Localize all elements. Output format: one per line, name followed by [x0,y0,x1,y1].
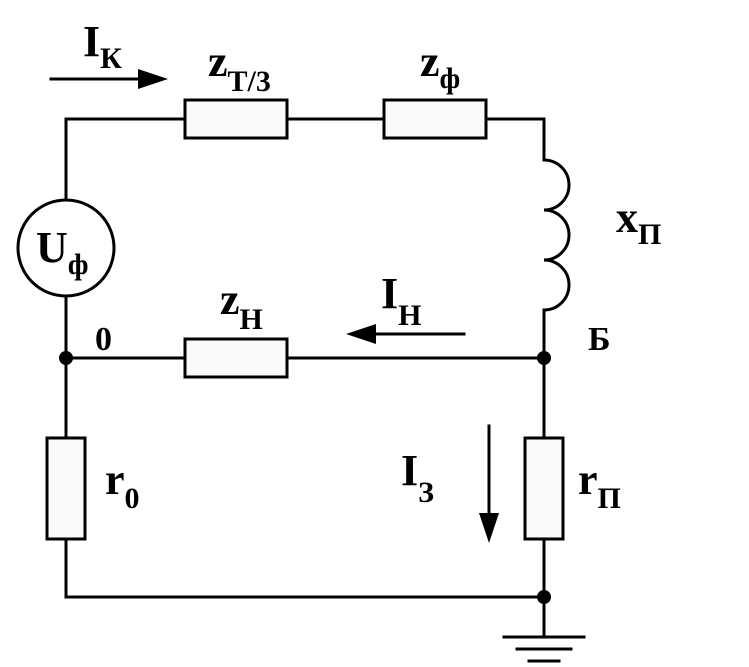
wire-r0-to-bottom [64,537,546,599]
voltage-source [16,198,116,298]
wire-top-left [64,117,187,202]
ground-icon [502,635,586,663]
resistor-rp [523,436,565,541]
label-z-n: zН [220,275,263,336]
arrow-i-k [49,69,168,89]
label-r0: r0 [105,455,140,515]
label-node-b: Б [588,321,610,358]
label-rp: rП [578,455,621,515]
arrow-i-n [346,324,466,344]
label-z-ph: zф [420,37,460,95]
label-z-t3: zТ/3 [208,37,271,98]
resistor-z-n [183,337,289,379]
inductor-x-p [542,158,571,312]
label-i-z: IЗ [401,446,434,509]
arrow-i-z [479,424,499,543]
resistor-z-ph [382,98,488,140]
label-x-p: xП [616,193,661,251]
label-i-n: IН [381,269,421,332]
label-node-0: 0 [95,321,112,358]
wire-top-right [484,117,546,162]
resistor-r0 [45,436,87,541]
wires [64,117,546,638]
node-0-dot [59,351,73,365]
label-source: Uф [36,223,89,281]
node-ground-dot [537,590,551,604]
label-i-k: IК [83,17,122,75]
resistor-z-t3 [183,98,289,140]
node-b-dot [537,351,551,365]
